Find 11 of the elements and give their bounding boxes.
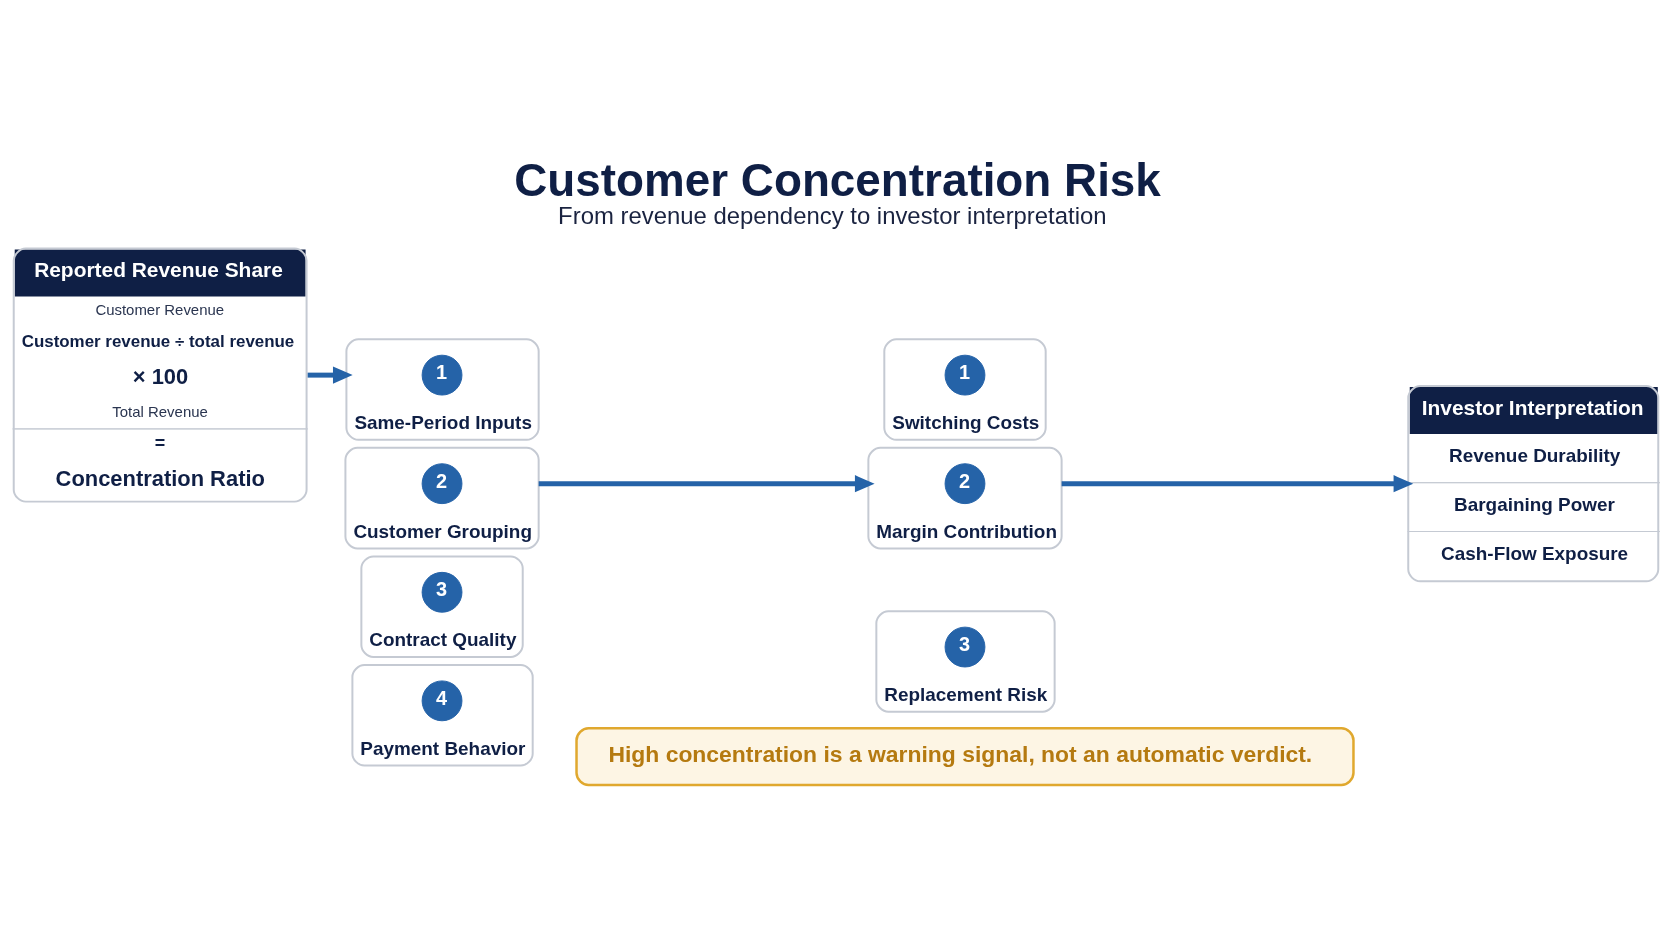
node-circle: 1: [421, 354, 463, 396]
node-circle: 3: [944, 626, 986, 668]
node-box: High concentration is a warning signal, not an automatic verdict.: [575, 727, 1355, 787]
node-circle: 4: [421, 680, 463, 722]
arrow: [1061, 475, 1414, 493]
arrow: [538, 475, 875, 493]
node-circle: 2: [421, 463, 463, 505]
arrow: [307, 366, 353, 384]
node-circle: 1: [944, 354, 986, 396]
node-circle: 2: [944, 463, 986, 505]
node-circle: 3: [421, 571, 463, 613]
